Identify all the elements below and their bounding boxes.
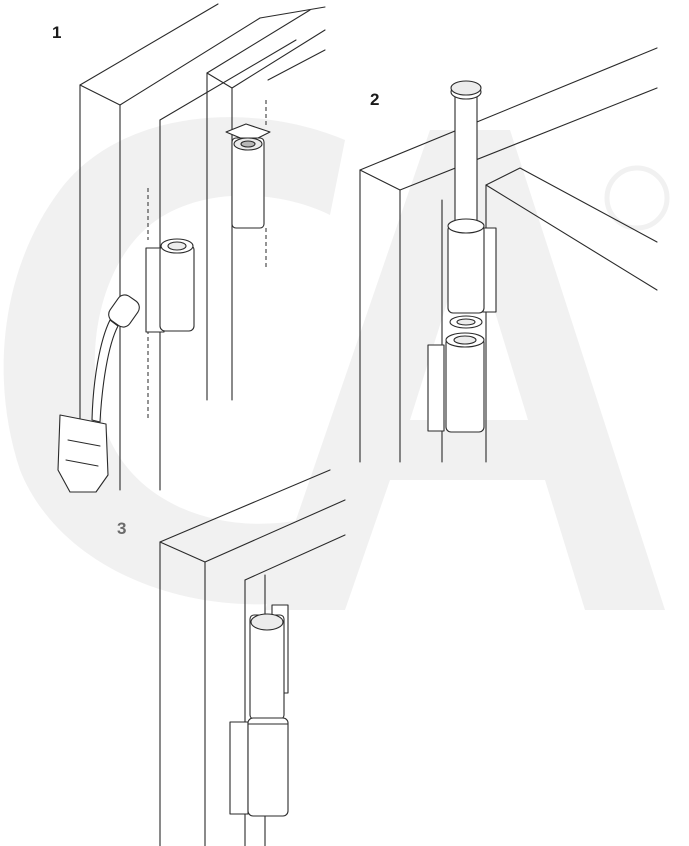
step-3-drawing <box>159 469 346 846</box>
step-2-number: 2 <box>370 90 380 109</box>
step-1-drawing <box>57 3 326 493</box>
step-3-number: 3 <box>117 519 127 538</box>
step-2-drawing <box>359 47 658 463</box>
step-1-number: 1 <box>52 23 62 42</box>
